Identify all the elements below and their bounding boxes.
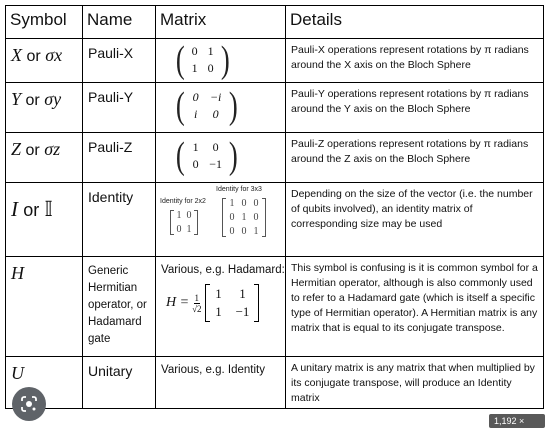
header-symbol: Symbol — [5, 5, 83, 39]
symbol-cell: X or σx — [5, 38, 83, 83]
header-matrix: Matrix — [155, 5, 286, 39]
name-cell: Pauli-Y — [82, 82, 156, 133]
image-size-badge: 1,192 × 934 — [489, 414, 545, 440]
table-row: U Unitary Various, e.g. Identity A unita… — [5, 356, 544, 409]
name-cell: Identity — [82, 182, 156, 257]
identity-3x3-label: Identity for 3x3 — [216, 186, 262, 193]
header-details: Details — [285, 5, 544, 39]
table-row: H Generic Hermitian operator, or Hadamar… — [5, 256, 544, 357]
table-row: I or 𝕀 Identity Identity for 3x3 Identit… — [5, 182, 544, 257]
name-cell: Unitary — [82, 356, 156, 409]
name-cell: Pauli-X — [82, 38, 156, 83]
symbol-cell: Z or σz — [5, 132, 83, 183]
symbol-cell: I or 𝕀 — [5, 182, 83, 257]
header-row: Symbol Name Matrix Details — [5, 5, 544, 39]
details-cell: Pauli-Y operations represent rotations b… — [285, 82, 544, 133]
matrix-cell: Various, e.g. Identity — [155, 356, 286, 409]
lens-glyph — [21, 396, 37, 412]
quantum-gates-table: Symbol Name Matrix Details X or σx Pauli… — [5, 5, 544, 430]
google-lens-icon[interactable] — [12, 387, 46, 421]
details-cell: Depending on the size of the vector (i.e… — [285, 182, 544, 257]
details-cell: This symbol is confusing is it is common… — [285, 256, 544, 357]
symbol-cell: H — [5, 256, 83, 357]
symbol-cell: Y or σy — [5, 82, 83, 133]
header-name: Name — [82, 5, 156, 39]
details-cell: A unitary matrix is any matrix that when… — [285, 356, 544, 409]
details-cell: Pauli-X operations represent rotations b… — [285, 38, 544, 83]
identity-2x2-label: Identity for 2x2 — [160, 198, 206, 205]
name-cell: Pauli-Z — [82, 132, 156, 183]
details-cell: Pauli-Z operations represent rotations b… — [285, 132, 544, 183]
matrix-text: Various, e.g. Hadamard: — [161, 264, 285, 276]
matrix-text: Various, e.g. Identity — [161, 364, 265, 376]
name-cell: Generic Hermitian operator, or Hadamard … — [82, 256, 156, 357]
